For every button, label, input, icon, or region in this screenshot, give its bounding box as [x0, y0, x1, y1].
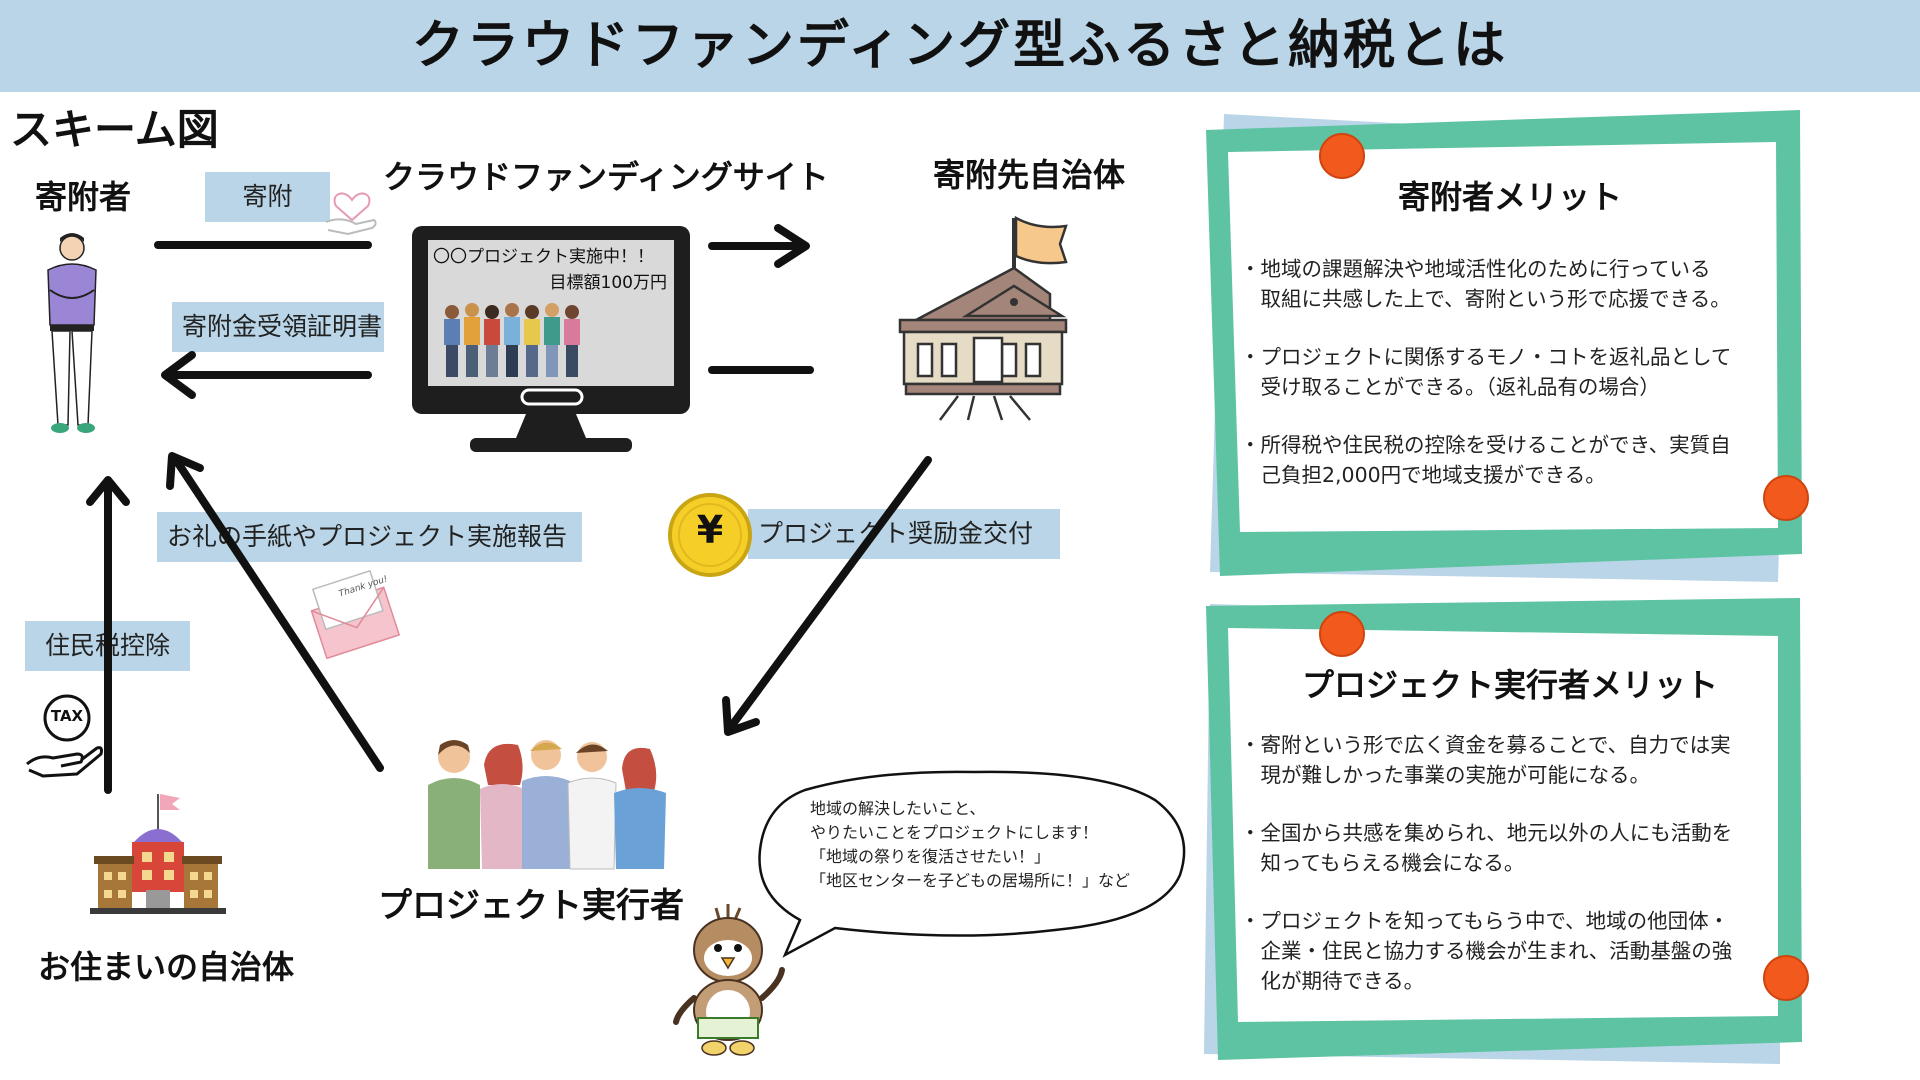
speech-line-2: やりたいことをプロジェクトにします！ — [810, 823, 1099, 842]
donor-merit-item: ・所得税や住民税の控除を受けることができ、実質自 己負担2,000円で地域支援が… — [1240, 430, 1780, 490]
donor-merit-item: ・地域の課題解決や地域活性化のために行っている 取組に共感した上で、寄附という形… — [1240, 254, 1780, 314]
donor-merit-item-line: 己負担2,000円で地域支援ができる。 — [1240, 463, 1606, 487]
monitor-line-1: 〇〇プロジェクト実施中！！ — [433, 247, 654, 267]
speech-line-4: 「地区センターを子どもの居場所に！」など — [810, 871, 1131, 890]
scheme-title: スキーム図 — [10, 105, 219, 154]
executor-merit-item: ・寄附という形で広く資金を募ることで、自力では実 現が難しかった事業の実施が可能… — [1240, 730, 1785, 790]
donor-merit-item: ・プロジェクトに関係するモノ・コトを返礼品として 受け取ることができる。（返礼品… — [1240, 342, 1780, 402]
donor-merit-list: ・地域の課題解決や地域活性化のために行っている 取組に共感した上で、寄附という形… — [1240, 254, 1780, 490]
project-group-icon — [428, 740, 666, 870]
donor-person-icon — [47, 233, 97, 433]
executor-merit-item-line: ・全国から共感を集められ、地元以外の人にも活動を — [1240, 821, 1733, 845]
municipality-label: 寄附先自治体 — [933, 156, 1126, 194]
heart-hand-icon — [325, 192, 377, 236]
donor-label: 寄附者 — [35, 178, 132, 216]
donor-merit-title: 寄附者メリット — [1397, 178, 1622, 216]
executor-merit-title: プロジェクト実行者メリット — [1301, 666, 1718, 704]
header-bar — [0, 0, 1920, 92]
executor-merit-list: ・寄附という形で広く資金を募ることで、自力では実 現が難しかった事業の実施が可能… — [1240, 730, 1785, 996]
yen-symbol: ¥ — [696, 508, 724, 552]
executor-merit-card-frame — [1204, 598, 1809, 1064]
speech-text: 地域の解決したいこと、 やりたいことをプロジェクトにします！ 「地域の祭りを復活… — [810, 797, 1130, 893]
donor-merit-item-line: ・所得税や住民税の控除を受けることができ、実質自 — [1240, 433, 1731, 457]
speech-line-3: 「地域の祭りを復活させたい！」 — [810, 847, 1051, 866]
page-title: クラウドファンディング型ふるさと納税とは — [411, 16, 1509, 76]
executor-merit-item: ・プロジェクトを知ってもらう中で、地域の他団体・ 企業・住民と協力する機会が生ま… — [1240, 906, 1785, 996]
site-label: クラウドファンディングサイト — [383, 158, 829, 196]
executor-merit-item-line: 現が難しかった事業の実施が可能になる。 — [1240, 763, 1650, 787]
executor-merit-item-line: 化が期待できる。 — [1240, 969, 1425, 993]
donor-merit-item-line: 取組に共感した上で、寄附という形で応援できる。 — [1240, 287, 1731, 311]
donor-merit-item-line: 受け取ることができる。（返礼品有の場合） — [1240, 375, 1660, 399]
executor-merit-item-line: ・寄附という形で広く資金を募ることで、自力では実 — [1240, 733, 1731, 757]
speech-line-1: 地域の解決したいこと、 — [810, 799, 986, 818]
executor-merit-item: ・全国から共感を集められ、地元以外の人にも活動を 知ってもらえる機会になる。 — [1240, 818, 1785, 878]
certificate-tag: 寄附金受領証明書 — [172, 302, 384, 352]
donor-merit-item-line: ・プロジェクトに関係するモノ・コトを返礼品として — [1240, 345, 1732, 369]
monitor-line-2: 目標額100万円 — [549, 273, 667, 293]
home-municipality-building-icon — [90, 794, 226, 914]
executor-merit-item-line: ・プロジェクトを知ってもらう中で、地域の他団体・ — [1240, 909, 1730, 933]
tax-icon-text: TAX — [50, 707, 84, 725]
home-municipality-label: お住まいの自治体 — [38, 948, 295, 986]
donor-merit-item-line: ・地域の課題解決や地域活性化のために行っている — [1240, 257, 1711, 281]
municipality-building-icon — [898, 215, 1068, 421]
donor-merit-card-frame — [1206, 110, 1809, 582]
executor-label: プロジェクト実行者 — [378, 886, 684, 926]
speech-bubble — [758, 770, 1186, 958]
executor-merit-item-line: 企業・住民と協力する機会が生まれ、活動基盤の強 — [1240, 939, 1733, 963]
monitor-screen: 〇〇プロジェクト実施中！！ 目標額100万円 — [433, 244, 673, 296]
envelope-icon — [310, 569, 401, 660]
grant-tag: プロジェクト奨励金交付 — [748, 509, 1060, 559]
donation-tag: 寄附 — [205, 172, 330, 222]
yen-coin-icon — [668, 493, 752, 577]
crowd-photo-icon — [444, 303, 580, 377]
mascot-bird-icon — [673, 904, 785, 1056]
grant-arrow — [726, 456, 932, 732]
executor-merit-item-line: 知ってもらえる機会になる。 — [1240, 851, 1525, 875]
tax-hand-icon — [26, 694, 103, 778]
thanks-arrow — [172, 456, 384, 772]
